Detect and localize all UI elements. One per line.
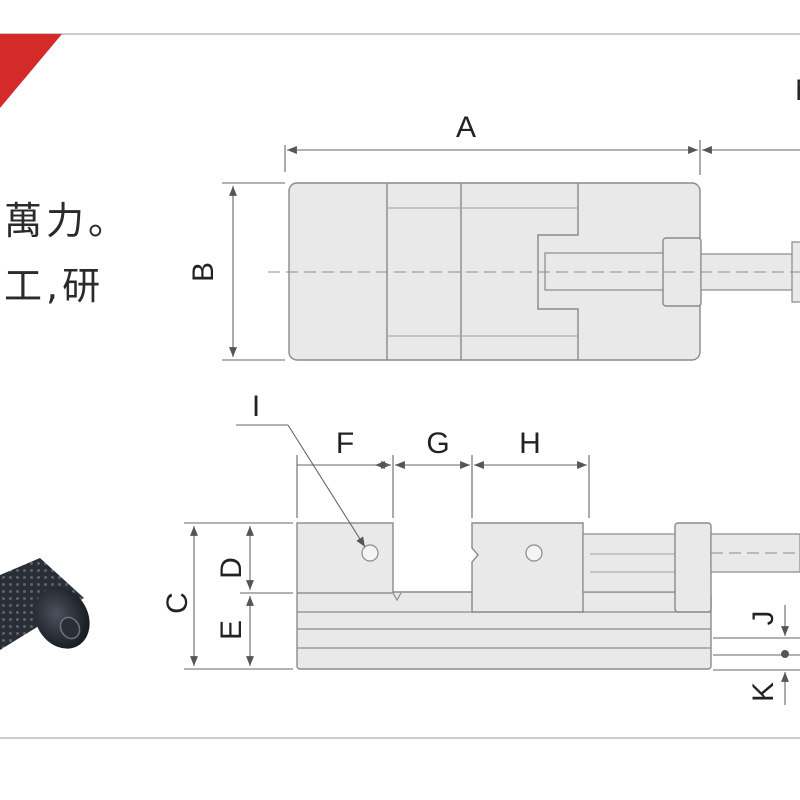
dimension-cde: C D E (161, 522, 293, 670)
dimension-b: B (187, 182, 285, 361)
red-corner-accent (0, 34, 62, 108)
top-view (268, 182, 800, 361)
dimension-a: A (284, 111, 701, 175)
side-view (296, 522, 800, 670)
label-i: I (252, 390, 260, 423)
knurled-handle-photo (0, 558, 90, 650)
label-h: H (519, 427, 541, 460)
dimension-fgh: F G H (296, 427, 590, 518)
label-k: K (747, 682, 780, 702)
description-line-2: 工,研 (4, 264, 105, 308)
label-m: M (795, 74, 800, 107)
label-d: D (215, 557, 248, 579)
label-a: A (456, 111, 476, 144)
label-b: B (187, 262, 220, 282)
description-line-1: 萬力。 (4, 199, 131, 243)
label-j: J (747, 611, 780, 626)
dimension-jk: J K (713, 605, 800, 705)
leader-i: I (236, 390, 366, 548)
label-c: C (161, 592, 194, 614)
label-f: F (336, 427, 354, 460)
dimension-m: M (702, 74, 800, 154)
label-g: G (426, 427, 449, 460)
label-e: E (215, 620, 248, 640)
